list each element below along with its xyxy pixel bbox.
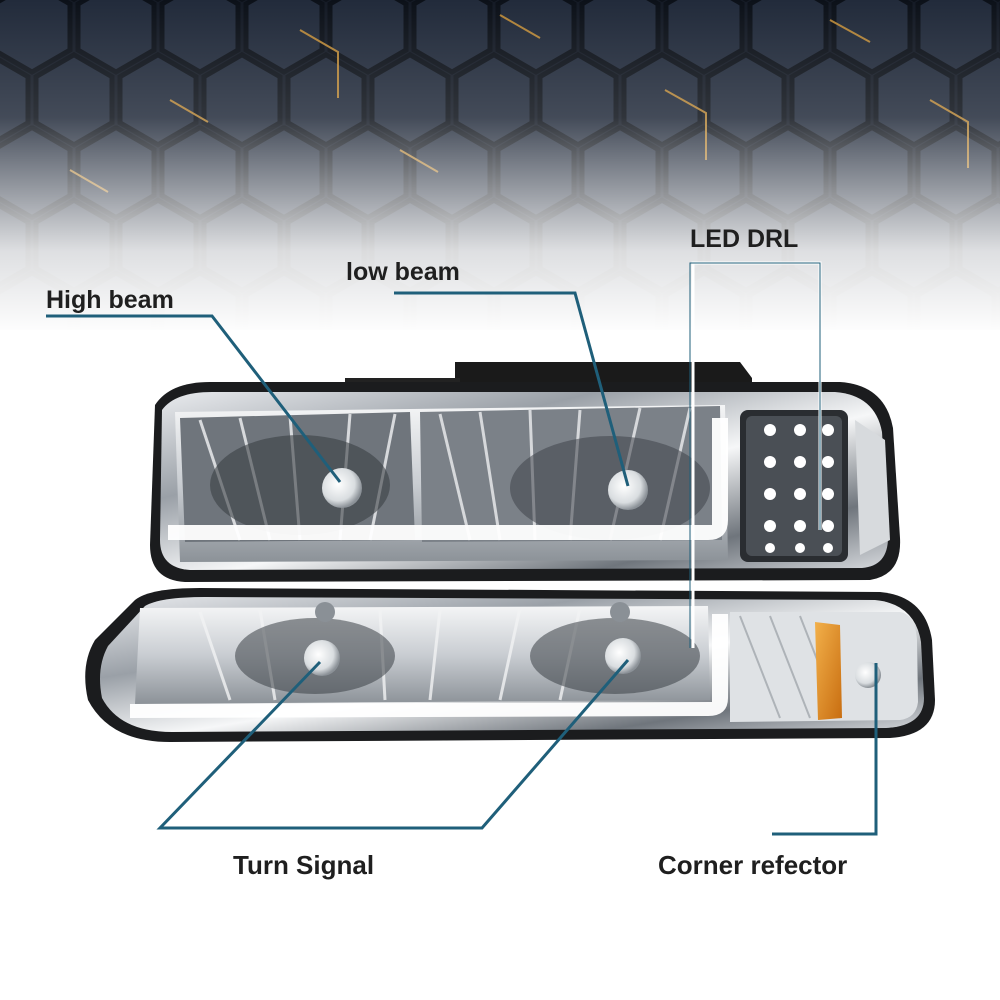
bumper-lamp bbox=[85, 588, 935, 742]
corner-reflector-callout bbox=[772, 663, 878, 836]
turn-signal-bulb-right bbox=[605, 638, 641, 674]
high-beam-bulb bbox=[322, 468, 362, 508]
amber-reflector bbox=[815, 622, 842, 720]
turn-signal-bulb-left bbox=[304, 640, 340, 676]
high-beam-callout bbox=[46, 314, 342, 483]
hexagon-background bbox=[0, 0, 1000, 335]
low-beam-reflector bbox=[420, 406, 722, 542]
label-corner-reflector: Corner refector bbox=[658, 850, 848, 880]
label-low-beam: low beam bbox=[346, 258, 460, 286]
label-led-drl: LED DRL bbox=[690, 225, 799, 253]
headlight-housing bbox=[150, 362, 901, 582]
led-module bbox=[740, 410, 848, 562]
callout-lines bbox=[46, 261, 878, 836]
low-beam-bulb bbox=[608, 470, 648, 510]
low-beam-callout bbox=[394, 291, 630, 487]
label-turn-signal: Turn Signal bbox=[233, 850, 375, 880]
led-drl-callout bbox=[689, 262, 821, 648]
turn-signal-callout bbox=[156, 659, 630, 830]
drl-light-bar bbox=[168, 418, 728, 540]
drl-light-bar-lower bbox=[130, 614, 728, 718]
label-high-beam: High beam bbox=[46, 286, 174, 314]
high-beam-reflector bbox=[180, 412, 415, 542]
